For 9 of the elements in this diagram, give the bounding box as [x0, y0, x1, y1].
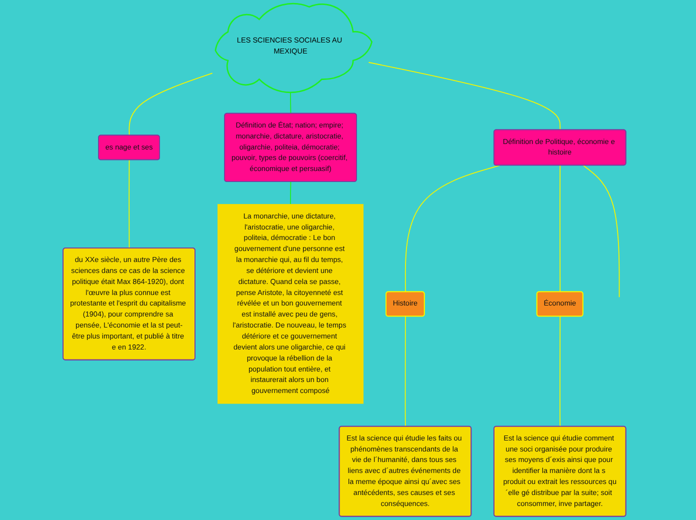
- connector: [560, 316, 561, 427]
- connector: [560, 164, 561, 292]
- connector: [404, 164, 500, 292]
- connector: [368, 62, 561, 130]
- connector: [290, 181, 292, 205]
- connector: [404, 316, 406, 427]
- connector: [128, 72, 213, 136]
- connector: [582, 164, 620, 298]
- connector: [128, 160, 130, 249]
